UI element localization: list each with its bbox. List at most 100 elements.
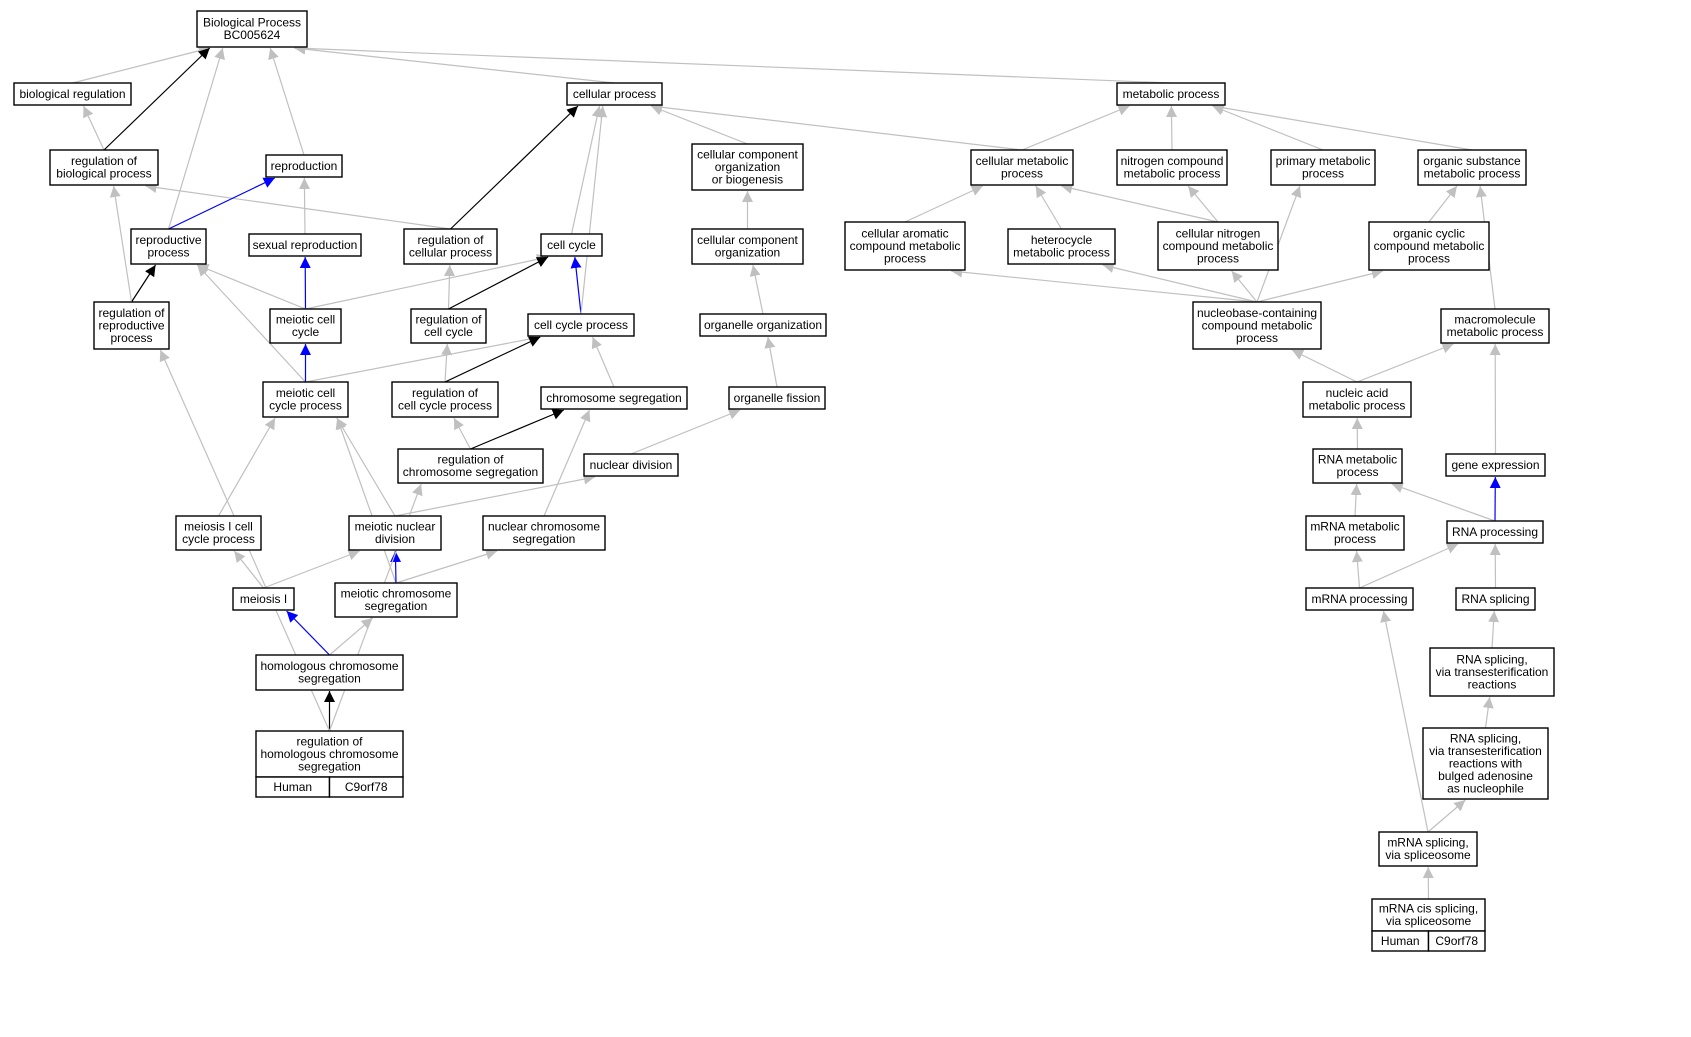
go-term-rna-splicing[interactable]: RNA splicing — [1455, 587, 1536, 611]
go-term-organelle-fission[interactable]: organelle fission — [728, 386, 826, 410]
term-label: biological regulation — [19, 87, 125, 101]
edge-is-a-mrnass-to-mrnap — [1380, 610, 1429, 833]
edge-is-a-rccp-to-rcc — [441, 343, 453, 383]
svg-text:Human: Human — [273, 780, 312, 794]
go-term-rna-processing[interactable]: RNA processing — [1446, 520, 1544, 544]
term-box — [1422, 727, 1549, 800]
edge-is-a-mccp-to-rp — [196, 264, 306, 383]
go-term-chromosome-segregation[interactable]: chromosome segregation — [540, 386, 688, 410]
edge-is-a-rbp-to-breg — [82, 105, 105, 151]
edge-is-a-rnast-to-rnas — [1488, 610, 1500, 649]
go-term-reproduction[interactable]: reproduction — [265, 154, 343, 178]
go-term-cell-cycle[interactable]: cell cycle — [540, 233, 603, 257]
term-box — [1429, 647, 1555, 697]
go-term-organelle-organization[interactable]: organelle organization — [699, 313, 827, 337]
term-box — [269, 308, 342, 344]
annotation-species-cell: Human — [255, 776, 331, 798]
edge-is-a-ccob-to-cp — [650, 104, 748, 145]
term-box — [1007, 228, 1116, 265]
go-term-cellular-process[interactable]: cellular process — [566, 82, 663, 106]
term-box — [403, 228, 498, 265]
go-term-metabolic-process[interactable]: metabolic process — [1116, 82, 1226, 106]
term-box — [1312, 448, 1403, 484]
go-term-meiosis-i[interactable]: meiosis I — [232, 587, 295, 611]
svg-text:Human: Human — [1381, 934, 1420, 948]
edge-is-a-micp-to-mccp — [217, 417, 276, 517]
edge-is-a-cp-to-bp — [294, 43, 615, 84]
edge-regulates-rcp-to-cp — [450, 105, 579, 230]
term-box — [255, 730, 404, 778]
term-box — [844, 221, 966, 271]
edge-is-a-cacmp-to-cmp — [904, 185, 984, 223]
edge-is-a-ncmp-to-mp — [1166, 105, 1178, 151]
go-term-sexual-reproduction[interactable]: sexual reproduction — [248, 233, 362, 257]
go-term-gene-expression[interactable]: gene expression — [1445, 453, 1546, 477]
edge-regulates-rcc-to-cc — [448, 256, 549, 310]
term-box — [265, 154, 343, 178]
go-term-nuclear-division[interactable]: nuclear division — [583, 453, 679, 477]
term-box — [1157, 221, 1279, 271]
go-term-biological-regulation[interactable]: biological regulation — [13, 82, 132, 106]
term-label: metabolic process — [1123, 87, 1220, 101]
term-box — [93, 301, 170, 350]
term-label: organelle fission — [734, 391, 821, 405]
svg-text:C9orf78: C9orf78 — [1435, 934, 1478, 948]
go-term-cell-cycle-process[interactable]: cell cycle process — [527, 313, 635, 337]
go-term-mrna-splicing-via-spliceosome[interactable]: mRNA splicing,via spliceosome — [1378, 831, 1478, 867]
edge-is-a-mcc-to-rp — [197, 264, 306, 310]
term-label: reproduction — [271, 159, 338, 173]
term-label: RNA splicing — [1461, 592, 1529, 606]
go-term-mrna-processing[interactable]: mRNA processing — [1305, 587, 1414, 611]
term-box — [410, 308, 487, 344]
edge-regulates-rccp-to-ccp — [444, 336, 541, 383]
annotation-species-cell: Human — [1371, 930, 1430, 952]
